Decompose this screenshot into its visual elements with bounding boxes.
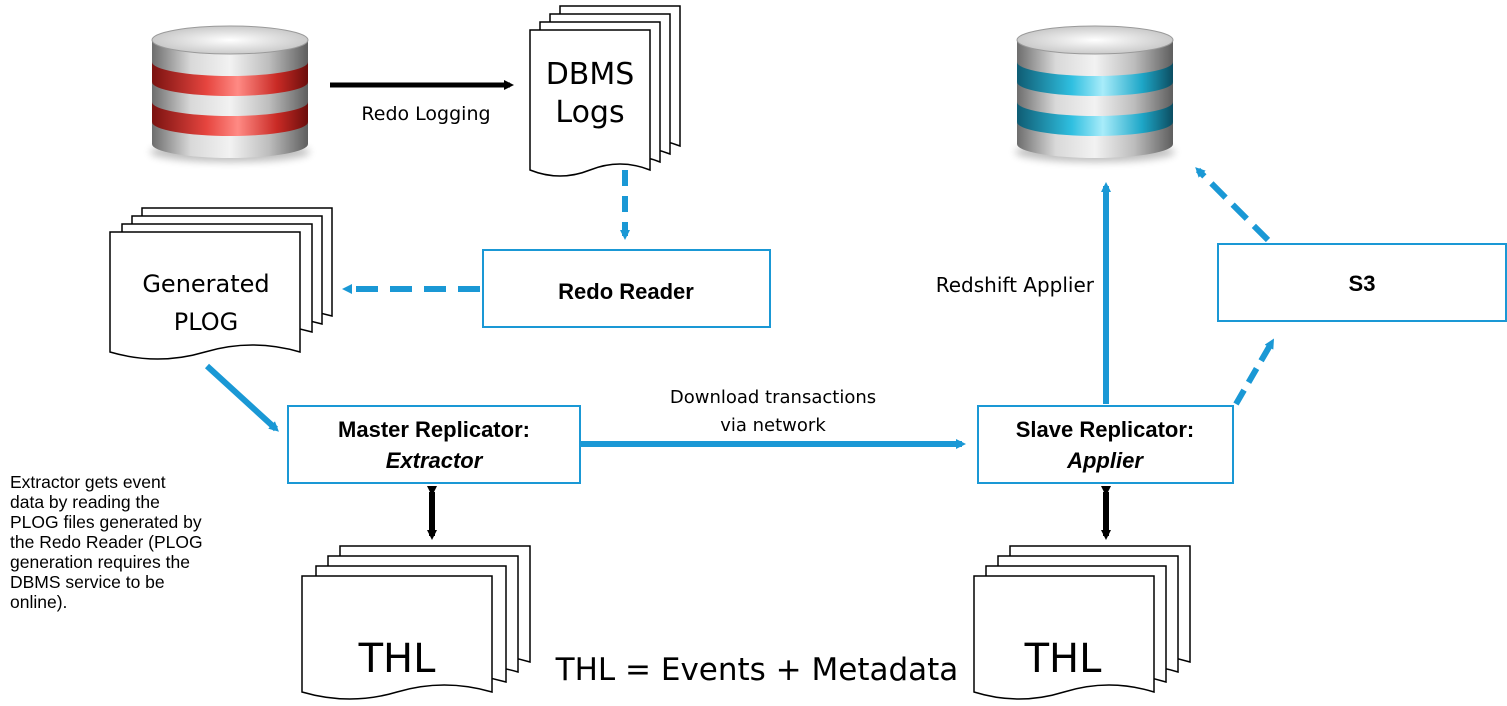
target-database-icon — [1015, 25, 1175, 162]
plog-to-master-arrow — [204, 363, 279, 432]
note-line: the Redo Reader (PLOG — [10, 532, 203, 552]
note-line: DBMS service to be — [10, 572, 165, 592]
download-label-line2: via network — [720, 415, 826, 436]
dbms-logs-line1: DBMS — [546, 57, 635, 92]
slave-replicator-box — [977, 405, 1234, 484]
download-label-line1: Download transactions — [670, 387, 876, 408]
s3-label: S3 — [1349, 271, 1376, 296]
thl-right-document-stack — [973, 545, 1191, 700]
dbms-logs-document-stack — [529, 5, 681, 177]
slave-replicator-line2: Applier — [1066, 448, 1144, 473]
extractor-note: Extractor gets event data by reading the… — [10, 472, 290, 612]
generated-plog-line1: Generated — [142, 270, 269, 298]
slave-replicator-line1: Slave Replicator: — [1016, 417, 1195, 442]
thl-equation-label: THL = Events + Metadata — [555, 652, 959, 688]
thl-left-document-stack — [301, 545, 531, 700]
thl-left-label: THL — [358, 636, 437, 682]
thl-right-label: THL — [1024, 636, 1103, 682]
generated-plog-document-stack — [109, 207, 333, 360]
s3-box — [1217, 243, 1507, 322]
note-line: online). — [10, 592, 68, 612]
note-line: generation requires the — [10, 552, 190, 572]
s3-to-target-db-arrow — [1195, 167, 1271, 243]
dbms-logs-line2: Logs — [555, 95, 624, 130]
redo-reader-label: Redo Reader — [558, 279, 694, 304]
slave-to-s3-arrow — [1233, 338, 1275, 406]
source-database-icon — [150, 25, 310, 162]
note-line: data by reading the — [10, 492, 160, 512]
note-line: PLOG files generated by — [10, 512, 202, 532]
redo-reader-box — [482, 249, 771, 328]
note-line: Extractor gets event — [10, 472, 166, 492]
generated-plog-line2: PLOG — [174, 308, 238, 336]
master-replicator-line1: Master Replicator: — [338, 417, 530, 442]
master-replicator-line2: Extractor — [386, 448, 484, 473]
redo-logging-label: Redo Logging — [361, 103, 490, 125]
redshift-applier-label: Redshift Applier — [936, 273, 1095, 297]
